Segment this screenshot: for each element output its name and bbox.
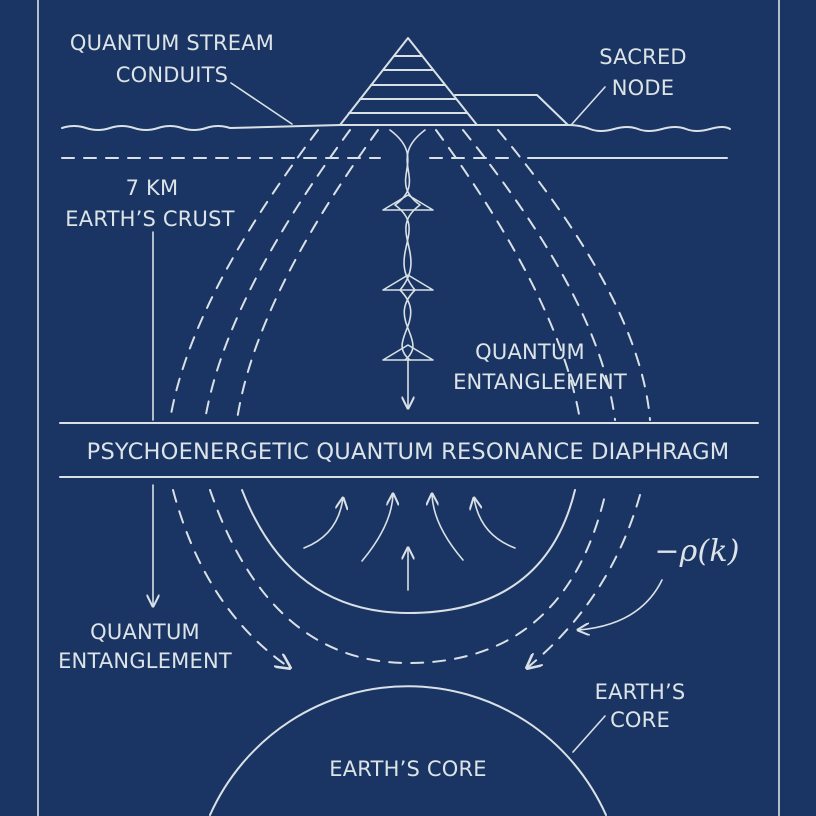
core-center-label: EARTH’S CORE xyxy=(329,757,486,781)
entanglement-helix xyxy=(382,129,434,408)
rho-curved-arrow xyxy=(578,579,663,630)
pyramid-icon xyxy=(339,37,478,126)
sacred-node-leader xyxy=(571,86,606,125)
lower-entanglement-label-1: QUANTUM xyxy=(90,620,200,644)
conduits-label-2: CONDUITS xyxy=(116,63,228,87)
sacred-node-platform xyxy=(454,94,569,126)
conduits-label-1: QUANTUM STREAM xyxy=(70,31,274,55)
sacred-node-label-1: SACRED xyxy=(599,45,687,69)
upper-entanglement-label-1: QUANTUM xyxy=(475,340,585,364)
crust-label: EARTH’S CRUST xyxy=(65,207,234,231)
lower-entanglement-label-2: ENTANGLEMENT xyxy=(58,649,232,673)
ground-surface-line xyxy=(61,124,731,132)
inner-dashed-flow xyxy=(209,489,606,664)
earth-core-circle xyxy=(209,685,607,816)
core-side-label-2: CORE xyxy=(610,708,670,732)
sacred-node-label-2: NODE xyxy=(612,76,674,100)
outer-left-dashed-flow xyxy=(172,489,290,668)
upward-resonance-arrows xyxy=(303,494,516,591)
resonance-bowl xyxy=(241,489,576,614)
conduits-leader xyxy=(230,82,293,125)
rho-k-formula: −ρ(k) xyxy=(654,534,739,569)
upper-entanglement-label-2: ENTANGLEMENT xyxy=(453,370,627,394)
crust-depth-label: 7 KM xyxy=(126,176,179,200)
core-side-label-1: EARTH’S xyxy=(595,680,686,704)
quantum-stream-conduits xyxy=(169,129,651,421)
core-leader xyxy=(572,715,606,753)
outer-right-dashed-flow xyxy=(527,494,641,668)
diaphragm-title: PSYCHOENERGETIC QUANTUM RESONANCE DIAPHR… xyxy=(87,439,730,465)
